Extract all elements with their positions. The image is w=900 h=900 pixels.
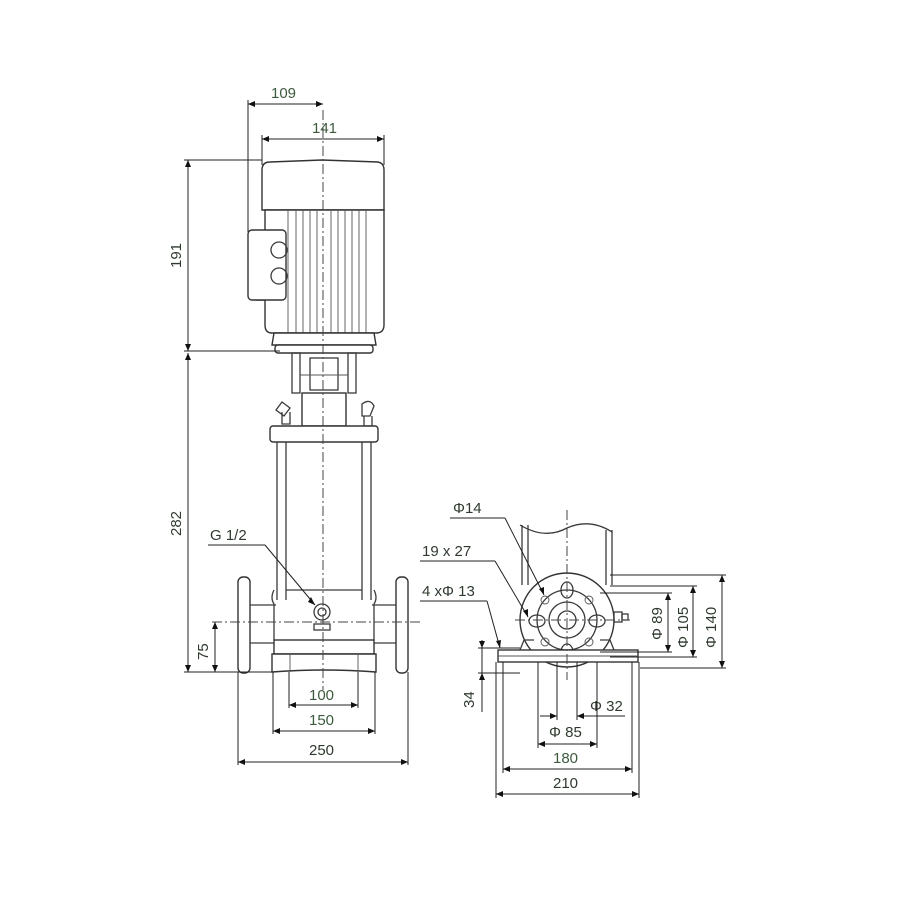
dim-motor-height-label: 191: [168, 243, 185, 268]
callout-hole-diameter: [450, 517, 545, 596]
dim-flange-d2-label: Φ 105: [675, 607, 692, 648]
dim-flange-d3-label: Φ 140: [703, 607, 720, 648]
dim-port-spacing-inner-label: 100: [309, 687, 334, 704]
side-view: 109 141 191 282 75: [168, 85, 420, 765]
dim-inlet-height-label: 75: [195, 643, 212, 660]
pump-sleeve: [271, 442, 377, 640]
dim-base-outer: [495, 662, 640, 798]
dim-base-height-label: 34: [461, 691, 478, 708]
dim-port-spacing-outer: [272, 672, 376, 734]
dim-motor-offset-label: 109: [271, 85, 296, 102]
dim-bolt-circle: [537, 662, 598, 748]
dim-port-spacing-inner: [288, 672, 359, 708]
coupling-stool: [269, 352, 379, 443]
dim-flange-to-flange: [237, 672, 409, 765]
dim-base-height: [478, 640, 520, 712]
callout-drain-plug-label: G 1/2: [210, 527, 247, 544]
dim-motor-width-label: 141: [312, 120, 337, 137]
callout-slot-size: [420, 560, 529, 618]
callout-slot-size-label: 19 x 27: [422, 543, 471, 560]
dim-port-spacing-outer-label: 150: [309, 712, 334, 729]
dim-inlet-height: [212, 622, 218, 672]
dim-flange-d3: [610, 574, 726, 669]
dim-flange-d1-label: Φ 89: [649, 607, 666, 640]
dim-pump-height: [184, 353, 272, 673]
motor: [247, 159, 385, 354]
dim-motor-offset: [247, 100, 323, 232]
pump-base: [237, 576, 409, 674]
callout-hole-diameter-label: Φ14: [453, 500, 482, 517]
dim-flange-to-flange-label: 250: [309, 742, 334, 759]
dim-base-outer-label: 210: [553, 775, 578, 792]
base-view: Φ14 19 x 27 4 xΦ 13 Φ 89: [420, 500, 726, 798]
dim-flange-d2: [610, 585, 697, 658]
dim-base-inner-label: 180: [553, 750, 578, 767]
dim-flange-d1: [600, 592, 672, 653]
dim-bore-label: Φ 32: [590, 698, 623, 715]
callout-bolt-holes: [420, 600, 501, 649]
callout-drain-plug: [208, 544, 316, 606]
dim-bore: [540, 662, 625, 720]
dim-base-inner: [502, 662, 633, 773]
callout-bolt-holes-label: 4 xΦ 13: [422, 583, 475, 600]
dim-motor-height: [184, 159, 280, 352]
dim-pump-height-label: 282: [168, 511, 185, 536]
dim-bolt-circle-label: Φ 85: [549, 724, 582, 741]
